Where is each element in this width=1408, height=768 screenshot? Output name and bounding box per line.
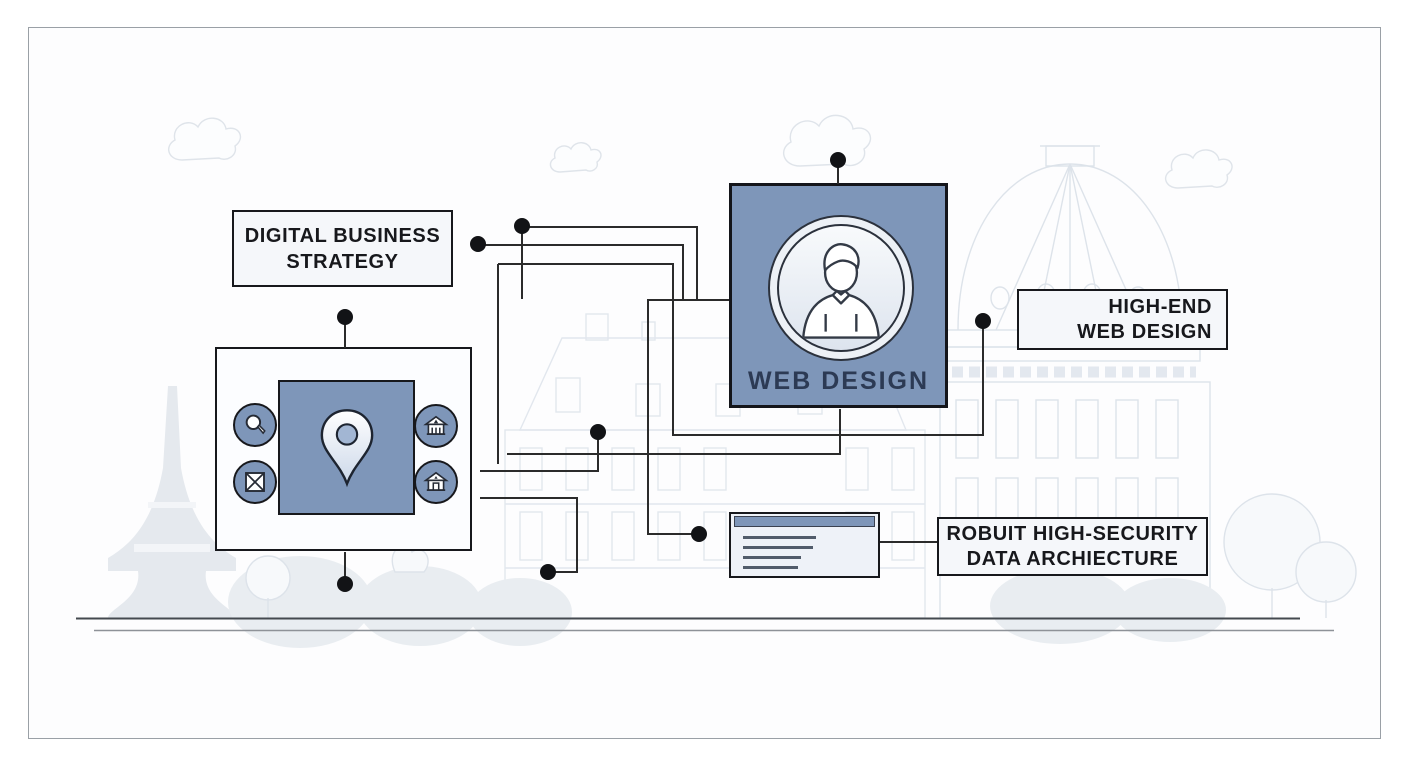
home-icon — [423, 415, 449, 435]
robust-data-architecture-box: ROBUIT HIGH-SECURITY DATA ARCHIECTURE — [937, 517, 1208, 576]
mail-badge — [233, 460, 277, 504]
map-pin-icon — [320, 408, 373, 487]
document-text-line — [743, 536, 816, 539]
map-pin-tile — [278, 380, 415, 515]
home-badge-top — [414, 404, 458, 448]
person-avatar-icon — [802, 243, 880, 339]
search-badge — [233, 403, 277, 447]
high-end-line-2: WEB DESIGN — [1077, 320, 1212, 343]
web-design-card: WEB DESIGN — [729, 183, 948, 408]
search-icon — [245, 414, 266, 435]
digital-line-1: DIGITAL BUSINESS — [244, 224, 441, 247]
location-services-panel — [215, 347, 472, 551]
document-card-icon — [729, 512, 880, 578]
high-end-line-1: HIGH-END — [1108, 295, 1212, 318]
mail-box-icon — [245, 472, 265, 492]
digital-line-2: STRATEGY — [286, 250, 399, 273]
high-end-web-design-box: HIGH-END WEB DESIGN — [1017, 289, 1228, 350]
web-design-label: WEB DESIGN — [747, 367, 930, 395]
home-icon — [423, 471, 449, 491]
document-text-line — [743, 546, 813, 549]
home-badge-bottom — [414, 460, 458, 504]
robust-line-1: ROBUIT HIGH-SECURITY — [946, 522, 1199, 545]
digital-business-strategy-box: DIGITAL BUSINESS STRATEGY — [232, 210, 453, 287]
document-header-bar — [734, 516, 875, 527]
robust-line-2: DATA ARCHIECTURE — [966, 547, 1179, 570]
document-text-line — [743, 566, 798, 569]
document-text-line — [743, 556, 801, 559]
avatar — [768, 215, 914, 361]
